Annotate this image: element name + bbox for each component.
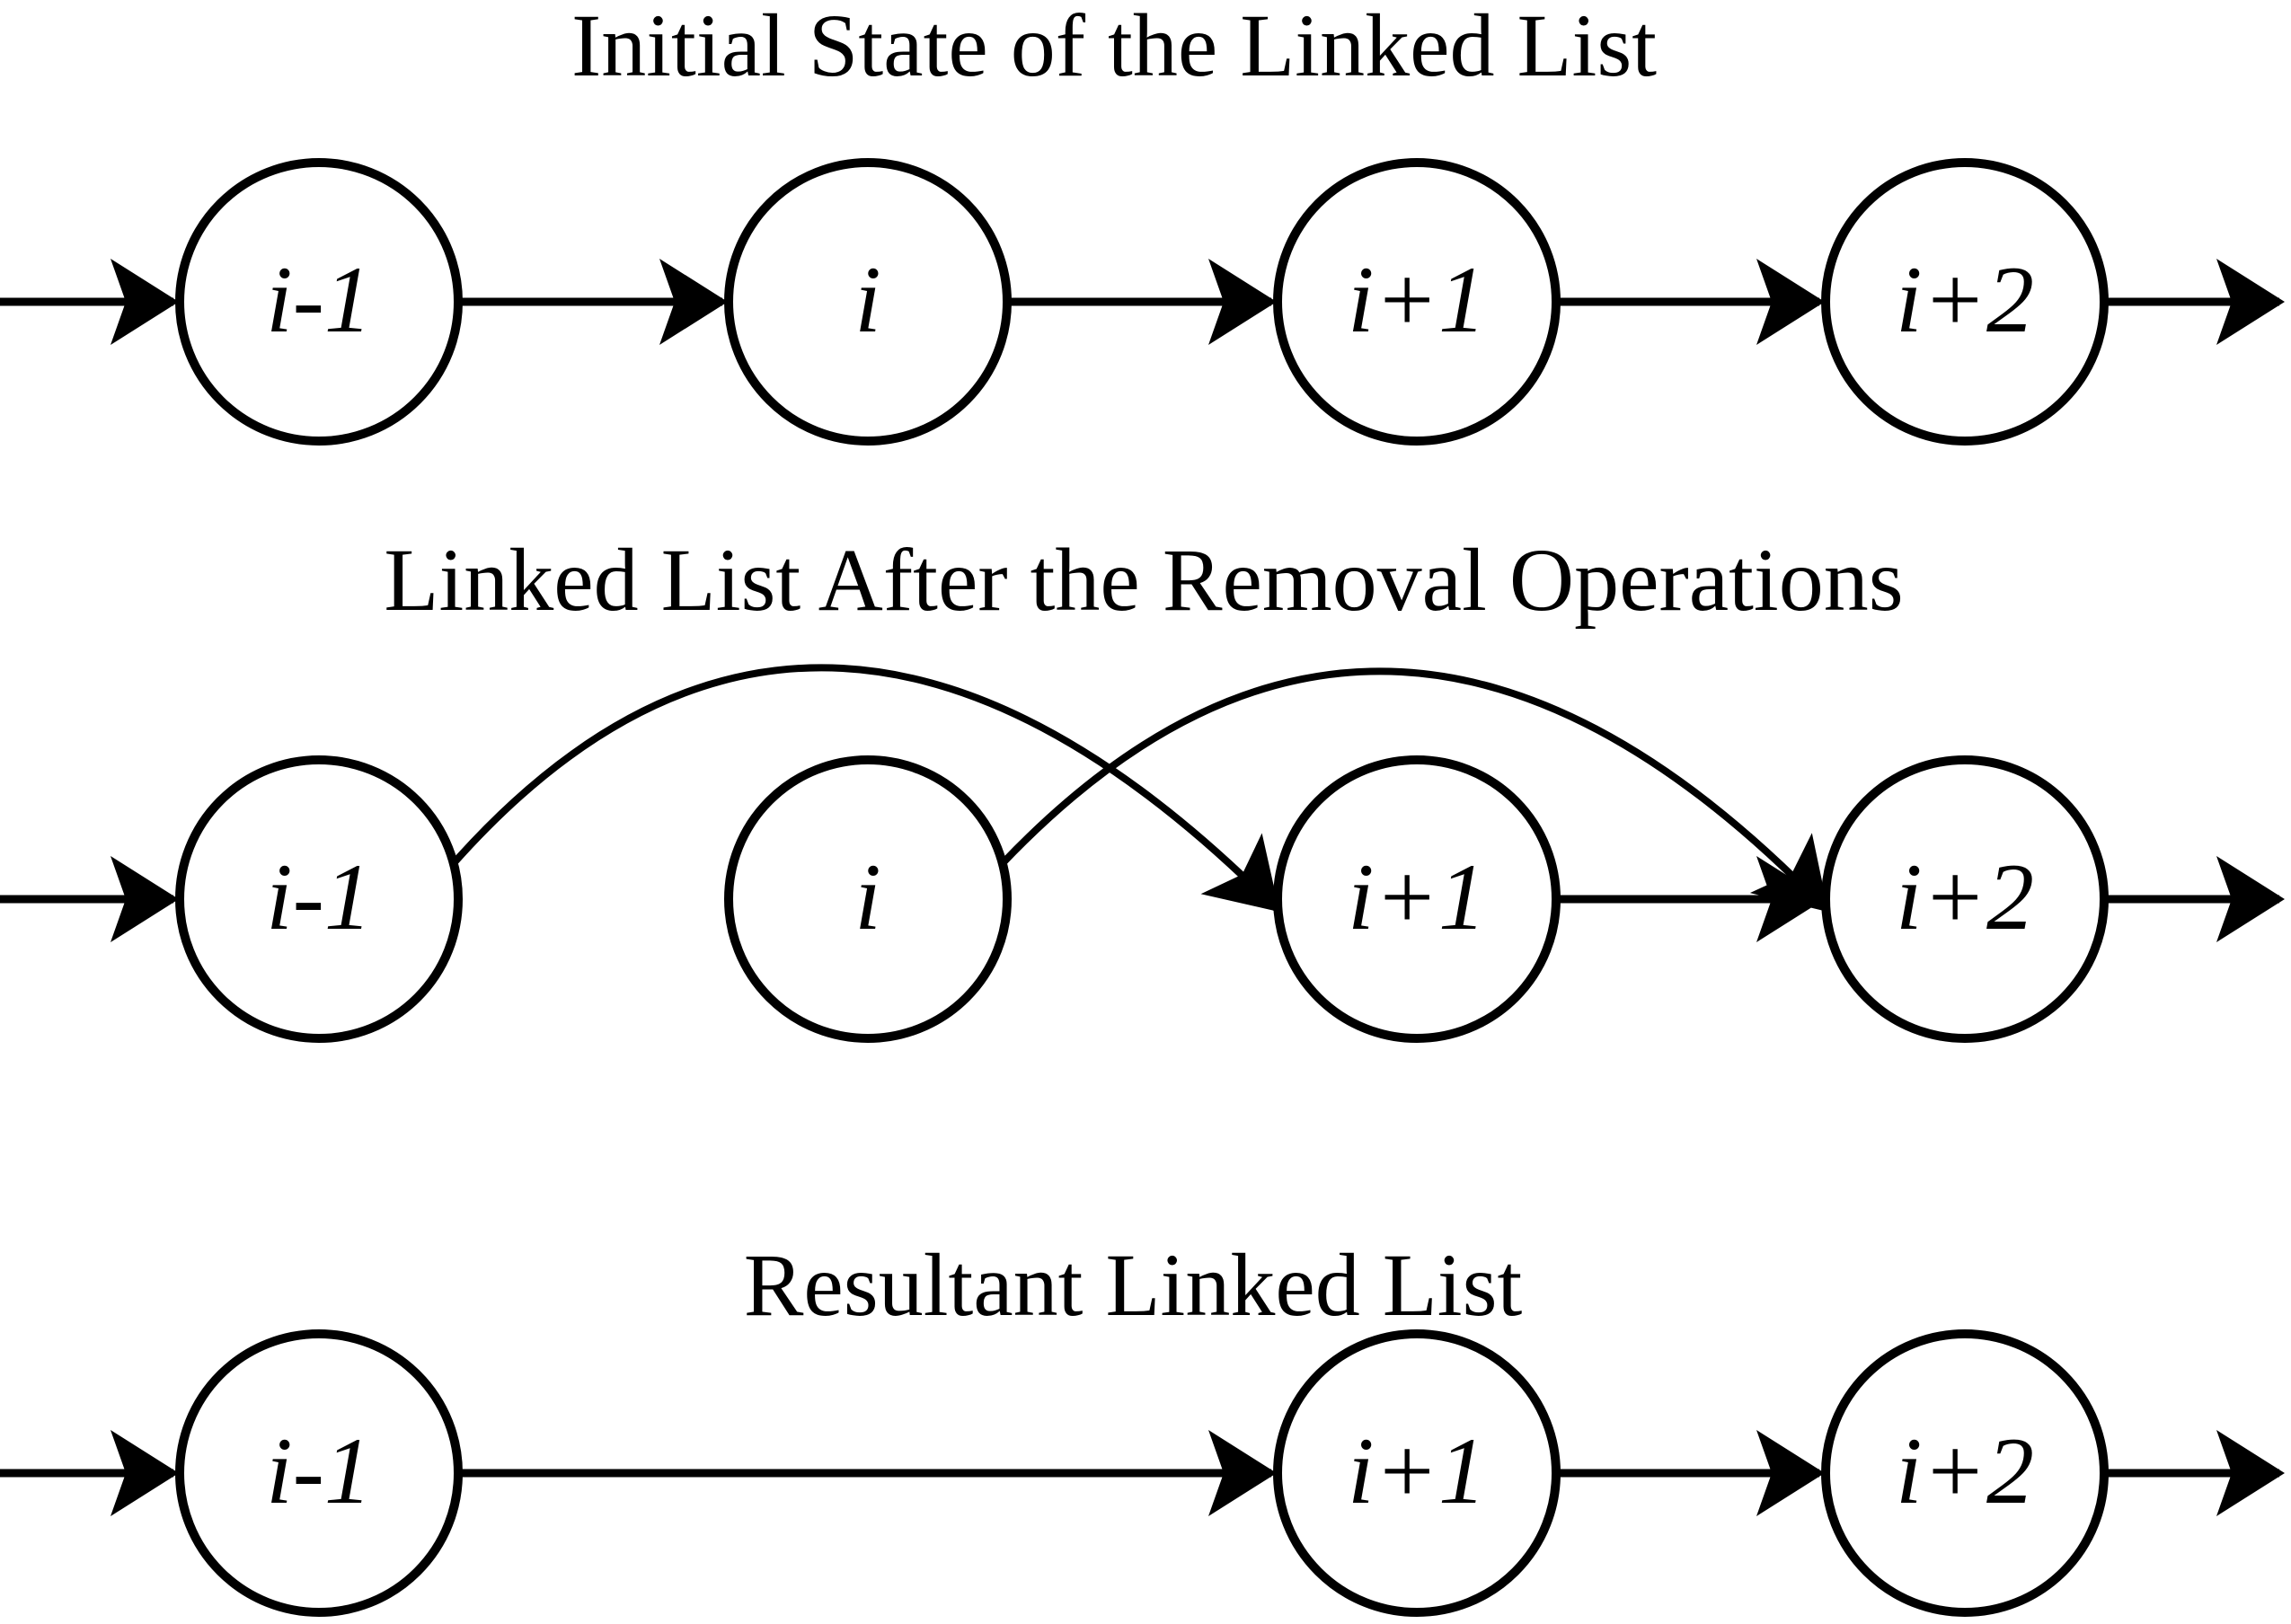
- section-initial-state: Initial State of the Linked List i-1 i i…: [0, 0, 2285, 446]
- curved-arrow-i-minus-1-to-i-plus-1: [451, 664, 1280, 913]
- node-i-plus-2: i+2: [1821, 755, 2109, 1043]
- node-label: i: [854, 247, 880, 352]
- node-circle: [1821, 158, 2109, 446]
- node-circle: [175, 755, 463, 1043]
- node-i: i: [724, 755, 1012, 1043]
- section-title: Initial State of the Linked List: [571, 0, 1657, 95]
- node-i-minus-1: i-1: [175, 1329, 463, 1617]
- node-circle: [1821, 755, 2109, 1043]
- node-label: i+2: [1896, 1418, 2034, 1523]
- node-label: i+1: [1348, 844, 1486, 949]
- node-label: i-1: [266, 844, 372, 949]
- section-title: Resultant Linked List: [744, 1235, 1523, 1335]
- curved-arrow-i-to-i-plus-2: [1000, 667, 1829, 913]
- node-i-plus-1: i+1: [1273, 158, 1561, 446]
- node-label: i-1: [266, 1418, 372, 1523]
- node-label: i-1: [266, 247, 372, 352]
- node-i-minus-1: i-1: [175, 755, 463, 1043]
- section-after-removal: Linked List After the Removal Operations…: [0, 530, 2285, 1043]
- node-circle: [1273, 1329, 1561, 1617]
- node-label: i+1: [1348, 247, 1486, 352]
- node-i-minus-1: i-1: [175, 158, 463, 446]
- node-circle: [1821, 1329, 2109, 1617]
- node-label: i+2: [1896, 247, 2034, 352]
- node-circle: [175, 1329, 463, 1617]
- node-circle: [724, 755, 1012, 1043]
- node-circle: [1273, 158, 1561, 446]
- section-title: Linked List After the Removal Operations: [384, 530, 1903, 630]
- section-resultant: Resultant Linked List i-1 i+1 i+2: [0, 1235, 2285, 1617]
- node-i-plus-1: i+1: [1273, 1329, 1561, 1617]
- node-circle: [1273, 755, 1561, 1043]
- node-label: i+2: [1896, 844, 2034, 949]
- node-i-plus-2: i+2: [1821, 158, 2109, 446]
- node-circle: [724, 158, 1012, 446]
- node-label: i: [854, 844, 880, 949]
- node-i-plus-1: i+1: [1273, 755, 1561, 1043]
- node-label: i+1: [1348, 1418, 1486, 1523]
- node-i-plus-2: i+2: [1821, 1329, 2109, 1617]
- node-circle: [175, 158, 463, 446]
- node-i: i: [724, 158, 1012, 446]
